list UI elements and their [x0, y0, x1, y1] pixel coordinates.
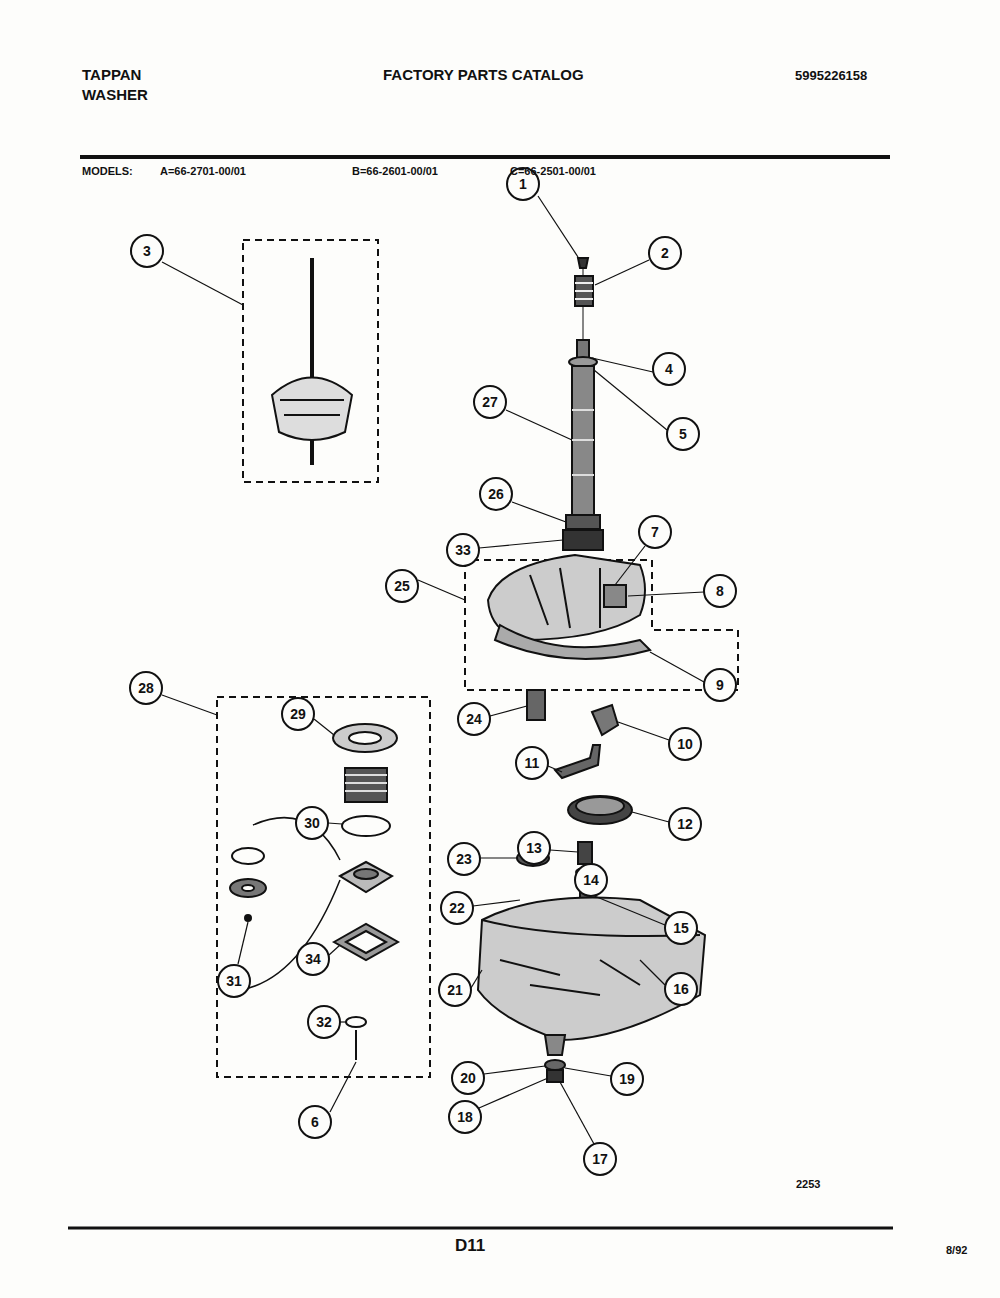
callout-number: 29 [290, 707, 306, 721]
callout-circle: 10 [668, 727, 702, 761]
leader-lines [162, 196, 704, 1144]
callout-circle: 30 [295, 806, 329, 840]
callout-circle: 26 [479, 477, 513, 511]
callout-number: 9 [716, 678, 724, 692]
footer-rule [68, 1227, 893, 1230]
callout-number: 6 [311, 1115, 319, 1129]
callout-number: 34 [305, 952, 321, 966]
callout-number: 3 [143, 244, 151, 258]
catalog-label: TAPPAN [82, 66, 141, 83]
callout-circle: 28 [129, 671, 163, 705]
callout-number: 11 [525, 756, 540, 770]
callout-circle: 14 [574, 863, 608, 897]
catalog-label: B=66-2601-00/01 [352, 165, 438, 177]
callout-circle: 24 [457, 702, 491, 736]
callout-number: 13 [526, 841, 542, 855]
callout-number: 4 [665, 362, 673, 376]
callout-number: 5 [679, 427, 687, 441]
callout-circle: 22 [440, 891, 474, 925]
callout-circle: 29 [281, 697, 315, 731]
callout-number: 21 [447, 983, 463, 997]
callout-number: 27 [482, 395, 498, 409]
catalog-label: WASHER [82, 86, 148, 103]
callout-number: 23 [456, 852, 472, 866]
callout-circle: 23 [447, 842, 481, 876]
callout-circle: 32 [307, 1005, 341, 1039]
callout-number: 10 [677, 737, 693, 751]
callout-circle: 5 [666, 417, 700, 451]
callout-number: 30 [304, 816, 320, 830]
callout-circle: 2 [648, 236, 682, 270]
callout-circle: 6 [298, 1105, 332, 1139]
callout-number: 17 [592, 1152, 608, 1166]
callout-circle: 12 [668, 807, 702, 841]
callout-number: 16 [673, 982, 689, 996]
callout-circle: 16 [664, 972, 698, 1006]
callout-circle: 7 [638, 515, 672, 549]
callout-number: 31 [226, 974, 242, 988]
catalog-label: MODELS: [82, 165, 133, 177]
callout-circle: 33 [446, 533, 480, 567]
callout-number: 2 [661, 246, 669, 260]
callout-number: 25 [394, 579, 410, 593]
catalog-label: 2253 [796, 1178, 820, 1190]
callout-number: 20 [460, 1071, 476, 1085]
callout-circle: 18 [448, 1100, 482, 1134]
callout-number: 1 [519, 177, 527, 191]
group-box [217, 697, 430, 1077]
callout-circle: 25 [385, 569, 419, 603]
callout-circle: 13 [517, 831, 551, 865]
callout-circle: 21 [438, 973, 472, 1007]
header-rule [80, 155, 890, 159]
catalog-label: 8/92 [946, 1244, 967, 1256]
callout-circle: 9 [703, 668, 737, 702]
callout-number: 7 [651, 525, 659, 539]
callout-number: 33 [455, 543, 471, 557]
callout-number: 28 [138, 681, 154, 695]
callout-number: 8 [716, 584, 724, 598]
callout-circle: 11 [515, 746, 549, 780]
callout-number: 18 [457, 1110, 473, 1124]
callout-circle: 4 [652, 352, 686, 386]
callout-circle: 20 [451, 1061, 485, 1095]
callout-circle: 8 [703, 574, 737, 608]
callout-number: 22 [449, 901, 465, 915]
callout-number: 26 [488, 487, 504, 501]
catalog-title: FACTORY PARTS CATALOG [383, 66, 584, 83]
catalog-label: C=66-2501-00/01 [510, 165, 596, 177]
callout-circle: 27 [473, 385, 507, 419]
catalog-label: 5995226158 [795, 68, 867, 83]
callout-number: 15 [673, 921, 689, 935]
callout-circle: 17 [583, 1142, 617, 1176]
callout-circle: 19 [610, 1062, 644, 1096]
callout-number: 14 [583, 873, 599, 887]
group-box [243, 240, 378, 482]
catalog-label: D11 [455, 1236, 485, 1256]
callout-circle: 15 [664, 911, 698, 945]
callout-circle: 31 [217, 964, 251, 998]
callout-number: 24 [466, 712, 482, 726]
catalog-label: A=66-2701-00/01 [160, 165, 246, 177]
callout-circle: 34 [296, 942, 330, 976]
callout-number: 32 [316, 1015, 332, 1029]
callout-number: 12 [677, 817, 693, 831]
callout-number: 19 [619, 1072, 635, 1086]
callout-circle: 3 [130, 234, 164, 268]
